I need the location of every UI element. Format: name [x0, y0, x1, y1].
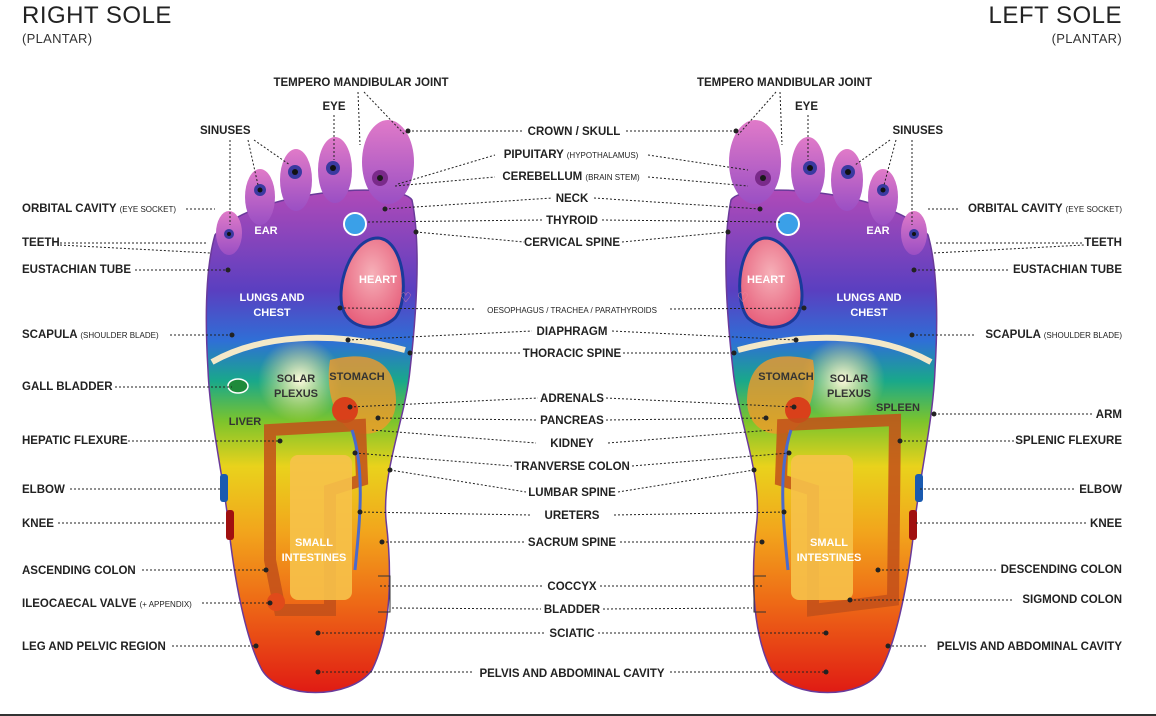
leader-dots — [225, 128, 937, 675]
left-lungs-label-1: LUNGS AND — [837, 292, 902, 304]
left-label-descending-colon: DESCENDING COLON — [1001, 564, 1122, 576]
left-foot — [725, 120, 938, 694]
center-label-eye: EYE — [322, 101, 345, 113]
right-lungs-label-2: CHEST — [253, 307, 291, 319]
right-lungs-label-1: LUNGS AND — [240, 292, 305, 304]
center-label-lumbar: LUMBAR SPINE — [528, 487, 616, 499]
right-thyroid-zone — [343, 212, 367, 236]
center-label-crown: CROWN / SKULL — [528, 126, 621, 138]
left-label-splenic: SPLENIC FLEXURE — [1015, 435, 1122, 447]
left-solar-label-2: PLEXUS — [827, 388, 871, 400]
left-label-arm: ARM — [1096, 409, 1122, 421]
left-label-eustachian: EUSTACHIAN TUBE — [1013, 264, 1122, 276]
right-label-teeth: TEETH — [22, 237, 60, 249]
center-label-oesophagus: OESOPHAGUS / TRACHEA / PARATHYROIDS — [487, 306, 657, 315]
right-elbow-zone — [220, 474, 228, 502]
left-side-labels: TEMPERO MANDIBULAR JOINT EYE SINUSES ORB… — [697, 77, 1122, 653]
right-heart-zone — [339, 236, 405, 329]
left-spleen-label: SPLEEN — [876, 402, 920, 414]
right-label-knee: KNEE — [22, 518, 54, 530]
right-label-sinuses: SINUSES — [200, 125, 251, 137]
left-label-eye: EYE — [795, 101, 818, 113]
right-label-leg-pelvic: LEG AND PELVIC REGION — [22, 641, 166, 653]
right-liver-label: LIVER — [229, 416, 261, 428]
center-label-adrenals: ADRENALS — [540, 393, 604, 405]
left-label-orbital: ORBITAL CAVITY (EYE SOCKET) — [968, 203, 1122, 215]
right-small-int-label-2: INTESTINES — [282, 552, 347, 564]
leader-lines — [58, 91, 1092, 673]
center-label-coccyx: COCCYX — [547, 581, 597, 593]
left-sole-title: LEFT SOLE — [988, 2, 1122, 29]
right-label-gall-bladder: GALL BLADDER — [22, 381, 113, 393]
center-labels: TEMPERO MANDIBULAR JOINT EYE CROWN / SKU… — [273, 77, 664, 680]
bottom-rule — [0, 714, 1156, 716]
right-stomach-label: STOMACH — [329, 371, 384, 383]
right-toe-3 — [280, 149, 312, 211]
left-label-knee: KNEE — [1090, 518, 1122, 530]
right-solar-label-1: SOLAR — [277, 373, 316, 385]
center-label-neck: NECK — [556, 193, 589, 205]
center-label-pelvis: PELVIS AND ABDOMINAL CAVITY — [479, 668, 664, 680]
center-label-transverse-colon: TRANVERSE COLON — [514, 461, 630, 473]
right-toe-4 — [245, 169, 275, 225]
center-label-thoracic: THORACIC SPINE — [523, 348, 622, 360]
left-small-int-label-2: INTESTINES — [797, 552, 862, 564]
left-stomach-label: STOMACH — [758, 371, 813, 383]
center-label-sciatic: SCIATIC — [549, 628, 594, 640]
center-label-sacrum: SACRUM SPINE — [528, 537, 617, 549]
center-label-tmj: TEMPERO MANDIBULAR JOINT — [273, 77, 448, 89]
right-solar-label-2: PLEXUS — [274, 388, 318, 400]
center-label-diaphragm: DIAPHRAGM — [537, 326, 608, 338]
left-label-sinuses: SINUSES — [893, 125, 944, 137]
right-label-scapula: SCAPULA (SHOULDER BLADE) — [22, 329, 159, 341]
center-label-cerebellum: CEREBELLUM (BRAIN STEM) — [502, 171, 640, 183]
right-sole-subtitle: (PLANTAR) — [22, 31, 93, 46]
right-small-intestines — [290, 455, 352, 600]
right-ear-label: EAR — [254, 225, 277, 237]
right-adrenal — [332, 397, 358, 423]
center-label-ureters: URETERS — [545, 510, 600, 522]
right-sole-title: RIGHT SOLE — [22, 2, 172, 29]
left-label-tmj: TEMPERO MANDIBULAR JOINT — [697, 77, 872, 89]
center-label-cervical: CERVICAL SPINE — [524, 237, 620, 249]
right-label-ascending-colon: ASCENDING COLON — [22, 565, 136, 577]
center-label-thyroid: THYROID — [546, 215, 598, 227]
left-label-teeth: TEETH — [1084, 237, 1122, 249]
left-label-scapula: SCAPULA (SHOULDER BLADE) — [985, 329, 1122, 341]
right-side-labels: SINUSES ORBITAL CAVITY (EYE SOCKET) TEET… — [22, 125, 251, 653]
left-small-int-label-1: SMALL — [810, 537, 848, 549]
left-ear-label: EAR — [866, 225, 889, 237]
left-label-elbow: ELBOW — [1079, 484, 1122, 496]
right-label-ileocaecal: ILEOCAECAL VALVE (+ APPENDIX) — [22, 598, 192, 610]
right-small-int-label-1: SMALL — [295, 537, 333, 549]
left-sole-subtitle: (PLANTAR) — [1051, 31, 1122, 46]
center-label-pancreas: PANCREAS — [540, 415, 604, 427]
right-label-elbow: ELBOW — [22, 484, 65, 496]
right-label-orbital: ORBITAL CAVITY (EYE SOCKET) — [22, 203, 176, 215]
right-gall-bladder — [227, 378, 249, 394]
left-lungs-label-2: CHEST — [850, 307, 888, 319]
right-heart-label: HEART — [359, 274, 397, 286]
right-label-eustachian: EUSTACHIAN TUBE — [22, 264, 131, 276]
right-foot — [205, 120, 418, 694]
left-heart-label: HEART — [747, 274, 785, 286]
center-label-pituitary: PIPUITARY (HYPOTHALAMUS) — [504, 149, 639, 161]
right-label-hepatic: HEPATIC FLEXURE — [22, 435, 128, 447]
right-knee-zone — [226, 510, 234, 540]
center-label-bladder: BLADDER — [544, 604, 601, 616]
left-heart-icon: ♡ — [737, 290, 749, 305]
center-label-kidney: KIDNEY — [550, 438, 594, 450]
right-heart-icon: ♡ — [400, 290, 412, 305]
left-label-sigmond: SIGMOND COLON — [1022, 594, 1122, 606]
left-solar-label-1: SOLAR — [830, 373, 869, 385]
left-label-pelvis: PELVIS AND ABDOMINAL CAVITY — [937, 641, 1122, 653]
